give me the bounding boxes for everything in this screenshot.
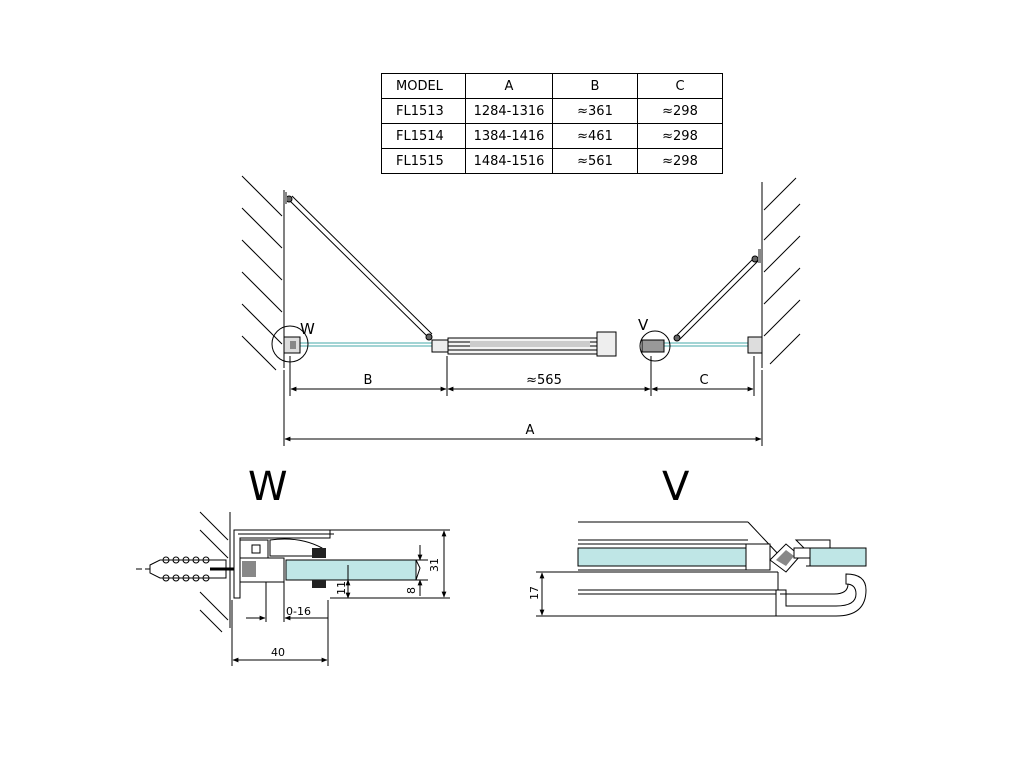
right-wall xyxy=(761,177,801,368)
left-stabilizer-bar xyxy=(283,192,433,341)
sliding-door xyxy=(447,331,617,357)
table-cell-b: ≈461 xyxy=(552,123,638,149)
detail-w-drawing xyxy=(136,511,450,666)
model-spec-table: MODEL A B C FL1513 1284-1316 ≈361 ≈298 F… xyxy=(381,73,723,174)
callout-circle-v xyxy=(639,330,671,362)
right-stabilizer-bar xyxy=(673,249,762,342)
detail-w-dim-31: 31 xyxy=(428,558,441,572)
detail-w-glass xyxy=(285,559,417,581)
callout-label-v: V xyxy=(638,316,649,334)
callout-label-w: W xyxy=(300,320,315,338)
table-header-row: MODEL A B C xyxy=(381,73,723,99)
table-header-a: A xyxy=(465,73,553,99)
dim-label-middle: ≈565 xyxy=(526,373,562,388)
table-cell-model: FL1513 xyxy=(381,98,466,124)
table-cell-b: ≈361 xyxy=(552,98,638,124)
detail-w-dim-11: 11 xyxy=(335,581,348,595)
table-cell-model: FL1515 xyxy=(381,148,466,174)
dim-label-a: A xyxy=(526,423,535,438)
detail-w-dim-40: 40 xyxy=(271,646,285,659)
table-cell-c: ≈298 xyxy=(637,123,723,149)
detail-v-title: V xyxy=(662,464,690,510)
detail-w-dim-8: 8 xyxy=(405,587,418,594)
detail-v-drawing xyxy=(536,521,867,617)
left-fixed-glass xyxy=(283,336,449,354)
detail-w-dim-0-16: 0-16 xyxy=(286,605,311,618)
table-cell-a: 1284-1316 xyxy=(465,98,553,124)
table-cell-c: ≈298 xyxy=(637,148,723,174)
detail-v-glass-inner xyxy=(577,547,747,567)
dim-label-c: C xyxy=(699,373,708,388)
table-cell-b: ≈561 xyxy=(552,148,638,174)
table-row: FL1515 1484-1516 ≈561 ≈298 xyxy=(381,148,723,174)
plan-view xyxy=(241,175,801,446)
detail-v-glass-outer xyxy=(809,547,867,567)
detail-w-title: W xyxy=(248,464,288,510)
detail-v-dim-17: 17 xyxy=(528,586,541,600)
left-wall xyxy=(241,175,285,371)
wall-plug xyxy=(136,556,234,582)
table-header-model: MODEL xyxy=(381,73,466,99)
right-fixed-glass xyxy=(641,336,763,354)
dim-label-b: B xyxy=(364,373,373,388)
bottom-profile xyxy=(775,573,867,617)
